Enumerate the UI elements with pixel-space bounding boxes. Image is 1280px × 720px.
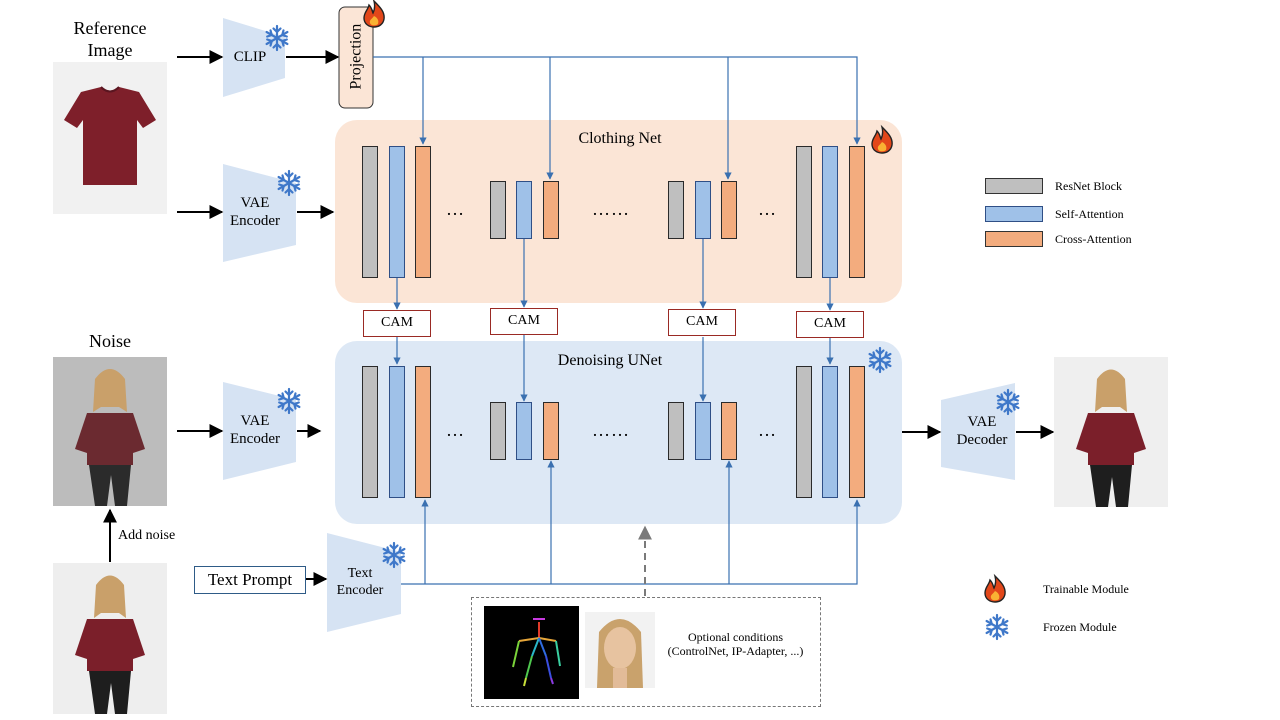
unet-resnet-block: [796, 366, 812, 498]
ellipsis: …: [446, 420, 465, 440]
legend-self-attention-swatch: [985, 206, 1043, 222]
legend-frozen-label: Frozen Module: [1043, 620, 1117, 634]
ellipsis: …: [446, 199, 465, 219]
clothing-cross-attention-block: [543, 181, 559, 239]
unet-self-attention-block: [516, 402, 532, 460]
cam-box: CAM: [490, 308, 558, 335]
clothing-cross-attention-block: [849, 146, 865, 278]
unet-self-attention-block: [822, 366, 838, 498]
noisy-image-photo: [53, 357, 167, 506]
ellipsis: …: [758, 199, 777, 219]
text-encoder-shape: [327, 533, 401, 632]
denoising-unet-title: Denoising UNet: [557, 352, 663, 369]
flame-icon: [363, 0, 385, 28]
ellipsis: ……: [592, 199, 630, 219]
unet-resnet-block: [668, 402, 684, 460]
add-noise-label: Add noise: [118, 528, 176, 543]
flame-icon: [871, 126, 893, 154]
legend-resnet-swatch: [985, 178, 1043, 194]
cam-box: CAM: [668, 309, 736, 336]
clothing-resnet-block: [362, 146, 378, 278]
face-condition-photo: [585, 612, 655, 688]
text-prompt-box: Text Prompt: [194, 566, 306, 594]
unet-cross-attention-block: [849, 366, 865, 498]
unet-resnet-block: [362, 366, 378, 498]
reference-image-label: Reference Image: [73, 18, 147, 60]
optional-conditions-box: [471, 597, 821, 707]
clothing-resnet-block: [668, 181, 684, 239]
legend-trainable-label: Trainable Module: [1043, 582, 1129, 596]
cam-box: CAM: [363, 310, 431, 337]
clip-label: CLIP: [233, 49, 267, 65]
legend-resnet-label: ResNet Block: [1055, 179, 1122, 193]
clip-encoder-shape: [223, 18, 285, 97]
projection-label: Projection: [347, 23, 365, 90]
vae-encoder-bottom-label: VAE Encoder: [230, 413, 280, 447]
unet-cross-attention-block: [543, 402, 559, 460]
clothing-self-attention-block: [822, 146, 838, 278]
vae-encoder-top-label: VAE Encoder: [230, 195, 280, 229]
legend-cross-attention-swatch: [985, 231, 1043, 247]
input-person-photo: [53, 563, 167, 714]
vae-decoder-label: VAE Decoder: [956, 414, 1008, 448]
optional-conditions-label: Optional conditions (ControlNet, IP-Adap…: [667, 630, 804, 659]
clothing-self-attention-block: [389, 146, 405, 278]
cam-box: CAM: [796, 311, 864, 338]
unet-resnet-block: [490, 402, 506, 460]
pose-skeleton-graphic: [484, 606, 579, 699]
ellipsis: …: [758, 420, 777, 440]
reference-image-photo: [53, 62, 167, 214]
clothing-self-attention-block: [695, 181, 711, 239]
noise-label: Noise: [89, 331, 131, 351]
output-image-photo: [1054, 357, 1168, 507]
unet-self-attention-block: [389, 366, 405, 498]
snowflake-icon: [868, 346, 892, 374]
legend-cross-attention-label: Cross-Attention: [1055, 232, 1132, 246]
ellipsis: ……: [592, 420, 630, 440]
clothing-self-attention-block: [516, 181, 532, 239]
unet-cross-attention-block: [721, 402, 737, 460]
clothing-net-title: Clothing Net: [578, 130, 662, 147]
text-encoder-label: Text Encoder: [336, 566, 384, 598]
clothing-resnet-block: [796, 146, 812, 278]
clothing-cross-attention-block: [415, 146, 431, 278]
snowflake-icon: [985, 613, 1009, 641]
unet-cross-attention-block: [415, 366, 431, 498]
vae-decoder-shape: [941, 383, 1015, 480]
flame-icon: [984, 575, 1006, 603]
unet-self-attention-block: [695, 402, 711, 460]
clothing-resnet-block: [490, 181, 506, 239]
clothing-cross-attention-block: [721, 181, 737, 239]
legend-self-attention-label: Self-Attention: [1055, 207, 1124, 221]
